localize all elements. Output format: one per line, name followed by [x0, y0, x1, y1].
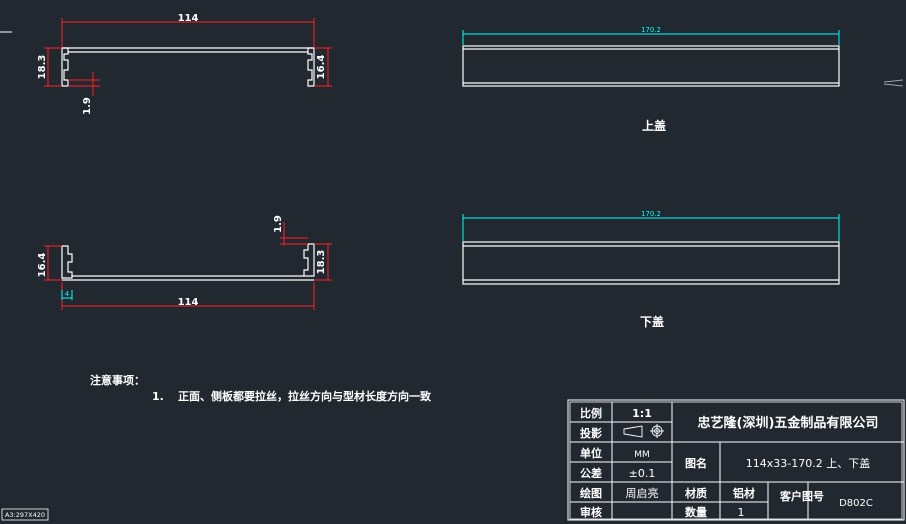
bottom-right-height-label: 18.3 [316, 250, 327, 275]
company-name: 忠艺隆(深圳)五金制品有限公司 [698, 415, 879, 431]
sheet-size-box [1, 508, 49, 521]
customer-value: D802C [839, 498, 873, 509]
bottom-width-label: 114 [178, 297, 199, 308]
drawn-value: 周启亮 [626, 486, 659, 500]
bottom-cover-profile [61, 243, 315, 281]
scale-label: 比例 [580, 406, 602, 420]
bottom-small-label: 4 [65, 290, 70, 298]
quantity-value: 1 [738, 506, 745, 519]
top-side-view [462, 45, 840, 87]
top-right-height-label: 16.4 [316, 55, 327, 80]
right-edge-mark [883, 79, 904, 87]
drawing-name-label: 图名 [685, 456, 707, 470]
bottom-left-height-label: 16.4 [37, 253, 48, 278]
bottom-lip-label: 1.9 [273, 215, 284, 233]
customer-label: 客户图号 [779, 489, 824, 503]
material-value: 铝材 [733, 486, 755, 500]
title-block-grid [567, 399, 905, 521]
tolerance-label: 公差 [580, 466, 602, 480]
tolerance-value: ±0.1 [629, 467, 656, 480]
unit-label: 单位 [580, 446, 602, 460]
top-side-caption: 上盖 [642, 118, 666, 133]
quantity-label: 数量 [685, 505, 707, 519]
bottom-side-dimension [462, 214, 840, 241]
top-width-label: 114 [178, 13, 199, 24]
top-lip-label: 1.9 [82, 97, 93, 115]
projection-label: 投影 [580, 426, 602, 440]
bottom-side-view [462, 241, 840, 285]
top-cover-dimensions [44, 18, 332, 96]
bottom-cover-dimensions [44, 222, 332, 310]
projection-symbol-icon [623, 424, 664, 438]
top-side-length-label: 170.2 [641, 26, 661, 34]
notes-title: 注意事项： [90, 373, 145, 387]
unit-value: MM [634, 450, 650, 460]
checked-label: 审核 [580, 505, 602, 519]
drawn-label: 绘图 [580, 486, 602, 500]
drawing-name-value: 114x33-170.2 上、下盖 [746, 456, 870, 470]
bottom-side-caption: 下盖 [640, 314, 664, 329]
top-left-height-label: 18.3 [37, 55, 48, 80]
material-label: 材质 [685, 486, 707, 500]
top-side-dimension [462, 30, 840, 45]
scale-value: 1:1 [632, 407, 652, 420]
notes-item-number: 1. [152, 390, 164, 403]
bottom-side-length-label: 170.2 [641, 210, 661, 218]
sheet-size-label: A3:297X420 [5, 511, 45, 519]
notes-item-text: 正面、侧板都要拉丝，拉丝方向与型材长度方向一致 [178, 389, 432, 403]
bottom-small-dimension [61, 290, 73, 300]
